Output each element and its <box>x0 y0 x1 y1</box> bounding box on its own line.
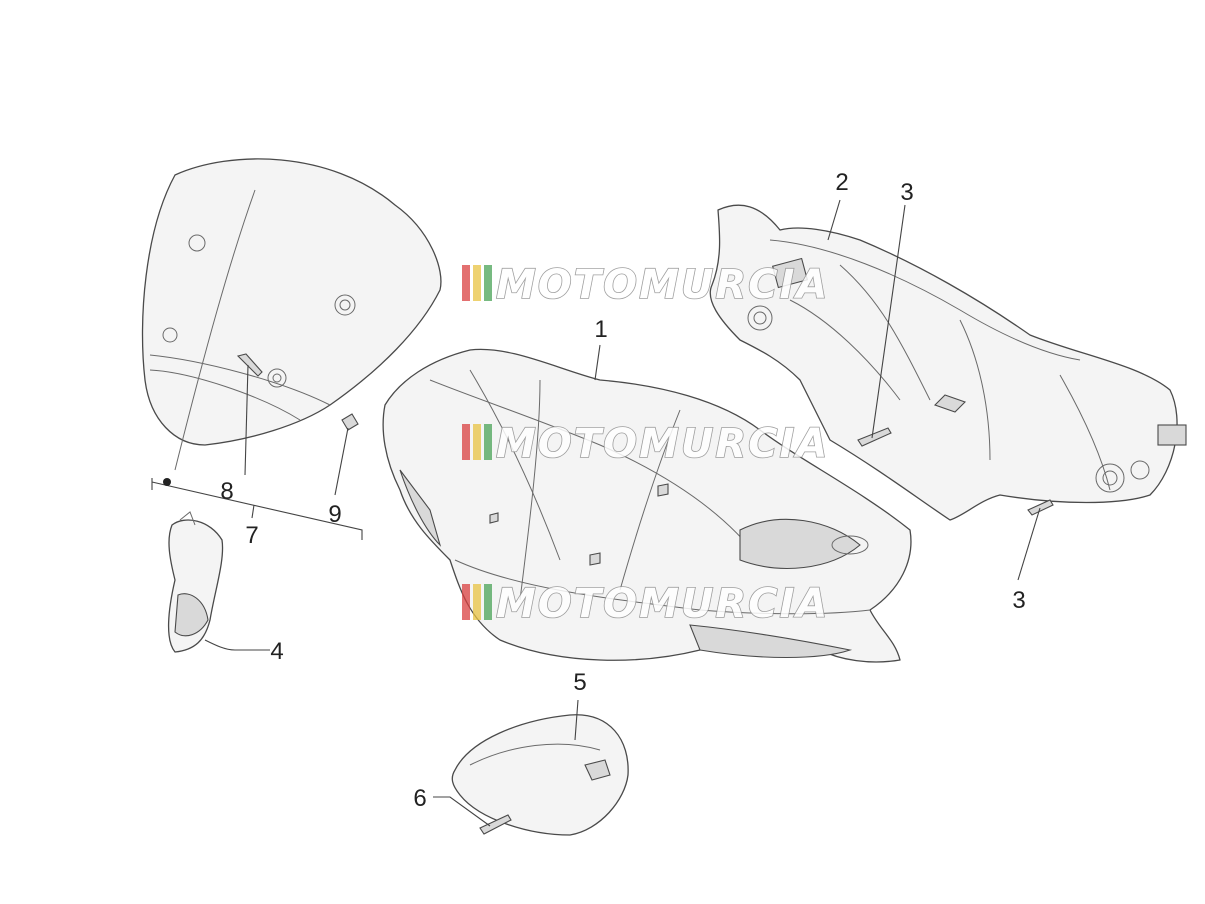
watermark-text: MOTOMURCIA <box>496 581 829 627</box>
watermark-middle: MOTOMURCIA <box>462 420 829 468</box>
watermark-bottom: MOTOMURCIA <box>462 580 829 628</box>
watermark-stripe-yellow <box>473 424 481 460</box>
callout-2: 2 <box>835 169 848 196</box>
callout-8: 8 <box>220 478 233 505</box>
watermark-stripe-green <box>484 265 492 301</box>
screw-3-upper <box>857 427 892 447</box>
watermark-stripe-yellow <box>473 584 481 620</box>
watermark-stripe-red <box>462 584 470 620</box>
front-handlebar-cover <box>382 348 912 663</box>
grip-piece-4 <box>167 511 224 653</box>
clip-9 <box>341 413 359 431</box>
callout-3-lower: 3 <box>1012 587 1025 614</box>
callout-9: 9 <box>328 501 341 528</box>
callout-labels: 1 2 3 3 4 5 6 7 8 9 <box>220 169 1025 812</box>
watermark-text: MOTOMURCIA <box>496 421 829 467</box>
watermark-text: MOTOMURCIA <box>496 262 829 308</box>
watermark-stripe-red <box>462 424 470 460</box>
callout-6: 6 <box>413 785 426 812</box>
watermark-top: MOTOMURCIA <box>462 261 829 309</box>
callout-5: 5 <box>573 669 586 696</box>
watermark-stripe-yellow <box>473 265 481 301</box>
callout-7: 7 <box>245 522 258 549</box>
watermark-stripe-green <box>484 424 492 460</box>
watermark-stripe-red <box>462 265 470 301</box>
watermark-stripe-green <box>484 584 492 620</box>
callout-3-upper: 3 <box>900 179 913 206</box>
leader-lines <box>151 199 1041 827</box>
screw-6 <box>479 814 512 835</box>
front-cover-panel <box>141 158 442 471</box>
reference-dot <box>163 478 171 486</box>
lower-cover-5 <box>451 714 629 836</box>
callout-4: 4 <box>270 638 283 665</box>
callout-1: 1 <box>594 316 607 343</box>
screw-8 <box>236 353 263 377</box>
screw-3-lower <box>1027 499 1054 516</box>
rear-handlebar-cover <box>709 204 1187 521</box>
